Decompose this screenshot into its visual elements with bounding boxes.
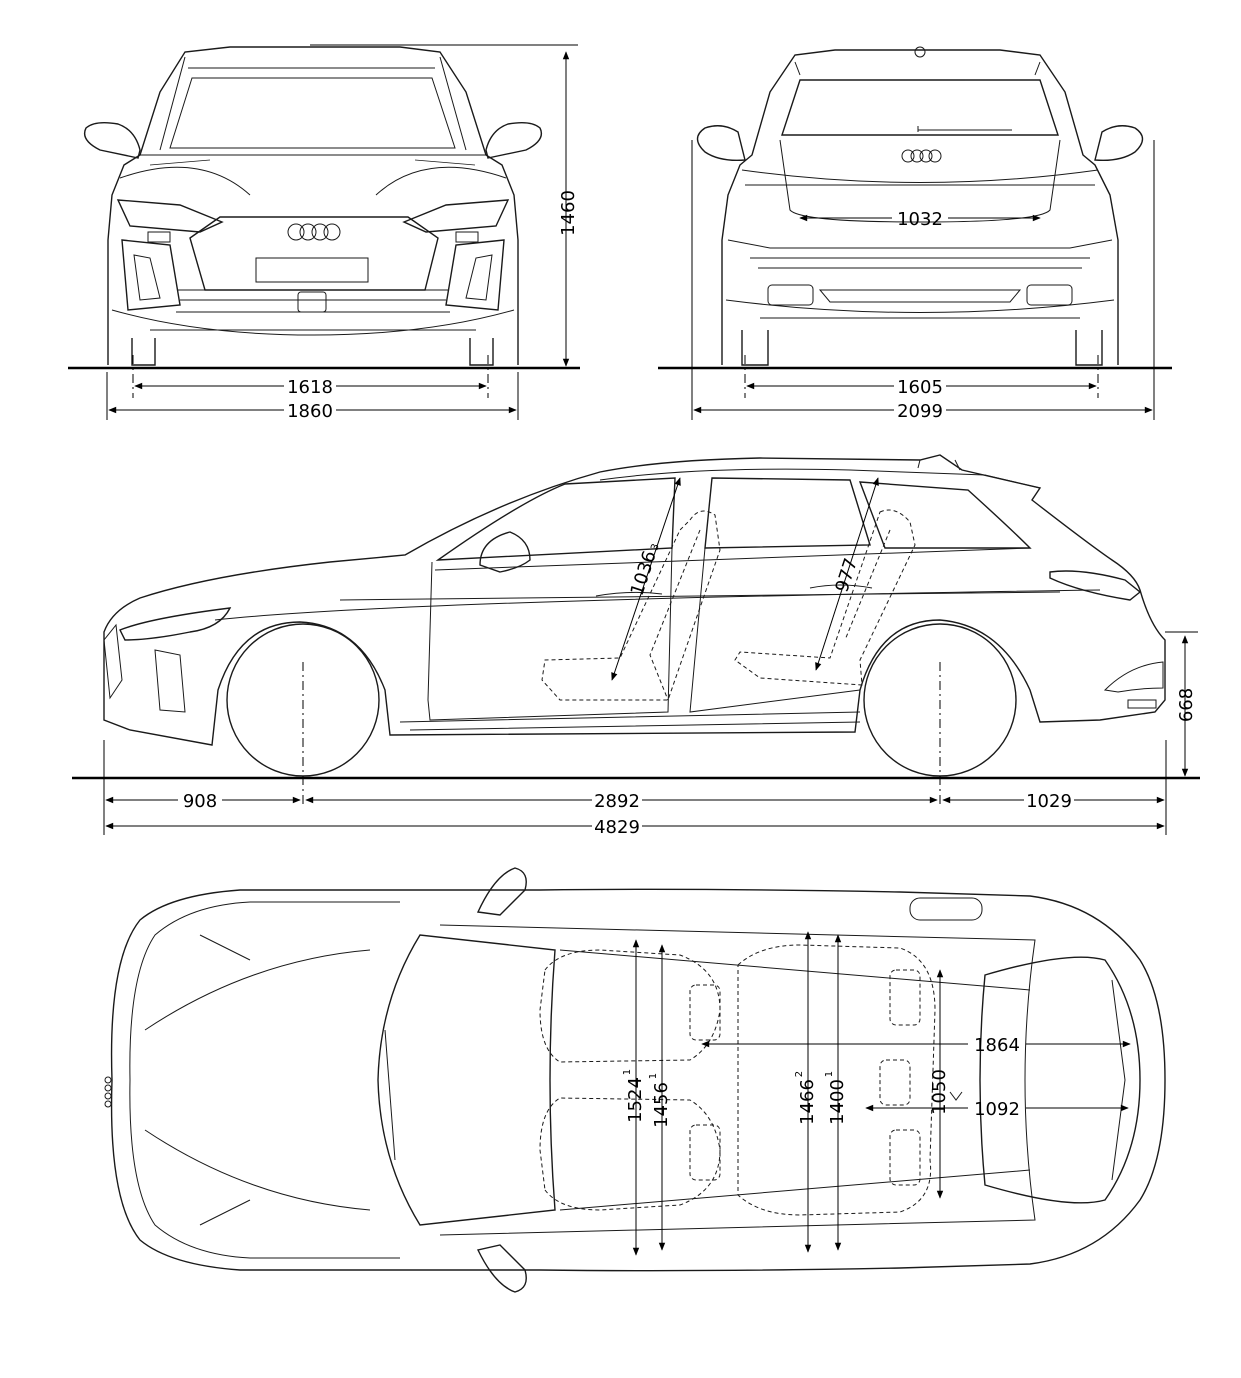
side-view — [72, 454, 1200, 808]
side-rear-door — [689, 547, 861, 713]
front-view — [68, 46, 580, 398]
wheelbase-label: 2892 — [594, 791, 640, 812]
side-quarter-window — [858, 481, 1032, 549]
rear-body-outline — [721, 49, 1119, 365]
rear-right-tire — [1075, 330, 1103, 366]
rear-track-label: 1605 — [897, 377, 943, 398]
rear-left-exhaust — [767, 284, 814, 306]
front-right-tire — [469, 338, 494, 366]
rear-window — [781, 79, 1059, 136]
top-windshield — [377, 934, 556, 1226]
side-body-outline — [103, 454, 1166, 746]
side-headlight — [119, 607, 232, 641]
headroom-front-label: 1036 — [627, 548, 661, 598]
top-body-outline — [110, 888, 1166, 1272]
rear-view — [658, 46, 1172, 398]
rear-width-label: 2099 — [897, 401, 943, 422]
rear-elbow-width-sup: 2 — [794, 1071, 805, 1077]
top-roof — [439, 924, 1036, 1236]
rear-shoulder-width-label: 1400 — [827, 1079, 848, 1125]
four-rings-logo-top — [104, 1076, 112, 1108]
front-right-headlight — [402, 199, 510, 233]
front-left-headlight — [116, 199, 224, 233]
front-shoulder-width-sup: 1 — [648, 1073, 659, 1079]
front-overhang-label: 908 — [183, 791, 217, 812]
front-elbow-width-sup: 1 — [622, 1069, 633, 1075]
rear-overhang-label: 1029 — [1026, 791, 1072, 812]
front-shoulder-width-label: 1456 — [651, 1082, 672, 1128]
load-length-folded-label: 1864 — [974, 1035, 1020, 1056]
load-width-wheelhouses-label: 1050 — [929, 1069, 950, 1115]
headroom-front-sup: 3 — [649, 542, 661, 551]
rear-right-exhaust — [1026, 284, 1073, 306]
load-length-label: 1092 — [974, 1099, 1020, 1120]
front-left-tire — [131, 338, 156, 366]
rear-loading-width-label: 1032 — [897, 209, 943, 230]
side-rear-window — [704, 477, 871, 549]
front-left-mirror — [83, 121, 141, 159]
top-right-mirror — [476, 1244, 527, 1293]
side-taillight — [1049, 570, 1142, 601]
front-track-label: 1618 — [287, 377, 333, 398]
front-elbow-width-label: 1524 — [625, 1077, 646, 1123]
top-left-mirror — [476, 867, 527, 916]
length-label: 4829 — [594, 817, 640, 838]
rear-elbow-width-label: 1466 — [797, 1079, 818, 1125]
front-license-plate — [255, 257, 369, 283]
front-height-label: 1460 — [558, 190, 579, 236]
top-dimensions: 1524 1 1456 1 1466 2 1400 1 1050 1864 10… — [622, 931, 1131, 1256]
front-right-mirror — [485, 121, 543, 159]
front-dimensions: 1460 1618 1860 — [106, 44, 579, 422]
front-body-outline — [107, 46, 519, 365]
top-view — [104, 867, 1166, 1293]
four-rings-logo-rear — [901, 149, 942, 163]
top-rear-window — [979, 956, 1141, 1204]
rear-dimensions: 1032 1605 2099 — [691, 140, 1155, 422]
rear-left-tire — [741, 330, 769, 366]
front-windshield — [169, 77, 456, 149]
front-width-label: 1860 — [287, 401, 333, 422]
front-grille — [189, 216, 439, 291]
headroom-rear-label: 977 — [831, 556, 862, 595]
side-mirror — [479, 531, 531, 573]
side-front-window — [435, 477, 676, 561]
side-dimensions: 1036 3 977 668 908 2892 1029 4829 — [103, 477, 1198, 838]
four-rings-logo-front — [287, 223, 341, 241]
loading-height-label: 668 — [1176, 688, 1197, 722]
rear-shoulder-width-sup: 1 — [824, 1071, 835, 1077]
